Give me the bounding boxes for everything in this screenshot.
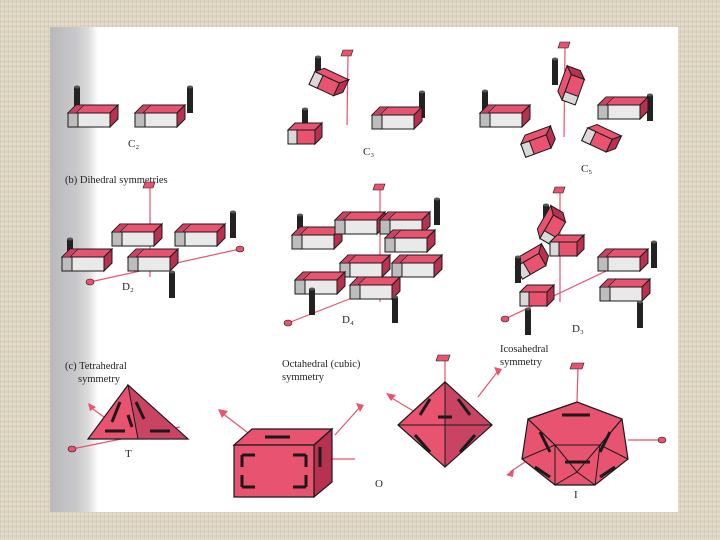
label-t: T (125, 448, 132, 460)
heading-octahedral-2: symmetry (282, 372, 325, 383)
tetrahedron-figure (67, 383, 190, 453)
label-c2: C₂ (128, 138, 139, 150)
label-c5: C₅ (581, 163, 592, 175)
heading-icosahedral: Icosahedral (500, 344, 548, 355)
label-o: O (375, 478, 383, 490)
cube-figure (218, 403, 364, 499)
slide: C₂ C₃ C₅ (b) Dihedral sy (50, 27, 678, 512)
c3-figure (287, 49, 425, 145)
octahedron-figure (386, 354, 502, 469)
label-d3: D₃ (572, 323, 584, 335)
heading-icosahedral-2: symmetry (500, 357, 543, 368)
icosahedron-figure (506, 362, 667, 486)
d4-figure (283, 183, 443, 327)
symmetry-diagram: C₂ C₃ C₅ (b) Dihedral sy (61, 41, 667, 501)
heading-tetrahedral: (c) Tetrahedral (65, 361, 127, 372)
heading-octahedral: Octahedral (cubic) (282, 359, 361, 370)
heading-dihedral: (b) Dihedral symmetries (65, 175, 168, 186)
label-i: I (574, 489, 578, 501)
c5-figure (479, 41, 653, 158)
d3-figure (500, 186, 657, 335)
label-c3: C₃ (363, 146, 374, 158)
heading-tetrahedral-2: symmetry (78, 374, 121, 385)
label-d2: D₂ (122, 281, 134, 293)
c2-figure (67, 85, 193, 128)
label-d4: D₄ (342, 314, 354, 326)
d2-figure (61, 181, 245, 298)
